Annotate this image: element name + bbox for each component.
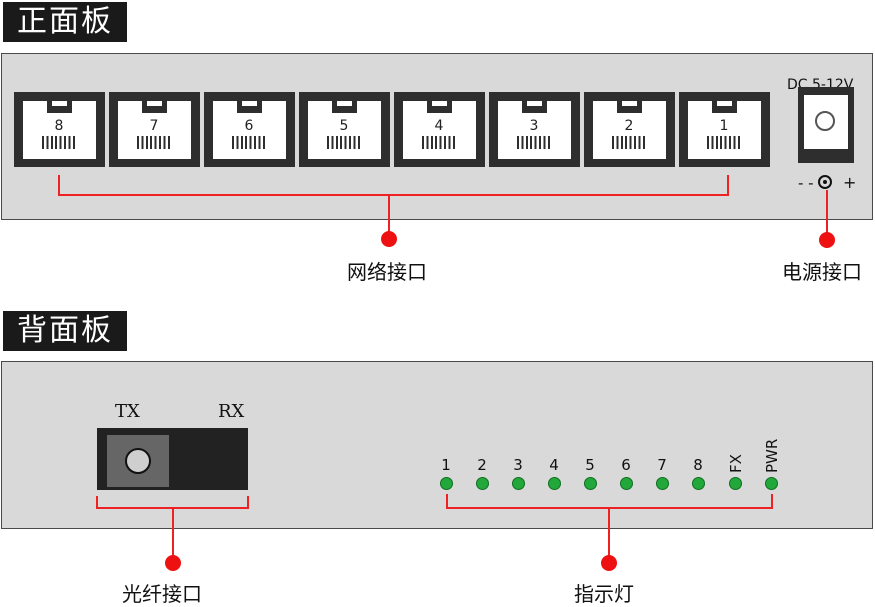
led-label: 8 [693,456,703,474]
led-8 [692,477,705,490]
callout-dot [819,232,835,248]
callout-line [446,494,448,508]
callout-line [826,190,828,240]
tx-label: TX [115,401,140,422]
port-number: 1 [719,118,729,134]
dc-power-jack [798,87,854,163]
led-label: 5 [585,456,595,474]
port-number: 5 [339,118,349,134]
led-1 [440,477,453,490]
callout-line [771,494,773,508]
port-number: 2 [624,118,634,134]
callout-line [58,175,60,195]
led-label-fx: FX [727,454,745,473]
callout-line [608,507,610,562]
callout-dot [601,555,617,571]
polarity-minus: - - [798,174,814,192]
callout-dot [165,555,181,571]
led-label: 4 [549,456,559,474]
rj45-port-6 [204,92,295,167]
polarity-symbol-icon [818,175,832,189]
power-port-callout: 电源接口 [782,260,862,284]
rj45-port-1 [679,92,770,167]
callout-line [727,175,729,195]
fiber-hole-icon [125,448,151,474]
network-port-callout: 网络接口 [347,260,427,284]
port-number: 4 [434,118,444,134]
callout-line [96,496,98,508]
fiber-port-callout: 光纤接口 [122,582,202,606]
callout-line [388,194,390,238]
led-fx [729,477,742,490]
callout-line [247,496,249,508]
front-panel-title: 正面板 [3,2,127,42]
polarity-plus: + [843,173,857,192]
led-label: 1 [441,456,451,474]
rj45-port-7 [109,92,200,167]
callout-line [58,194,729,196]
fiber-connector [97,428,248,490]
rx-label: RX [218,401,245,422]
led-2 [476,477,489,490]
led-label-pwr: PWR [763,438,781,473]
callout-dot [381,231,397,247]
led-5 [584,477,597,490]
led-3 [512,477,525,490]
rj45-port-8 [14,92,105,167]
back-panel-title: 背面板 [3,311,127,351]
rj45-port-3 [489,92,580,167]
fiber-tx-port [107,435,169,487]
indicator-callout: 指示灯 [574,582,634,606]
front-panel [1,53,873,220]
led-label: 7 [657,456,667,474]
led-4 [548,477,561,490]
callout-line [172,507,174,562]
led-label: 6 [621,456,631,474]
rj45-port-2 [584,92,675,167]
led-pwr [765,477,778,490]
led-label: 2 [477,456,487,474]
dc-socket-icon [815,111,835,131]
port-number: 6 [244,118,254,134]
led-6 [620,477,633,490]
led-label: 3 [513,456,523,474]
led-7 [656,477,669,490]
port-number: 7 [149,118,159,134]
rj45-port-4 [394,92,485,167]
port-number: 3 [529,118,539,134]
port-number: 8 [54,118,64,134]
rj45-port-5 [299,92,390,167]
